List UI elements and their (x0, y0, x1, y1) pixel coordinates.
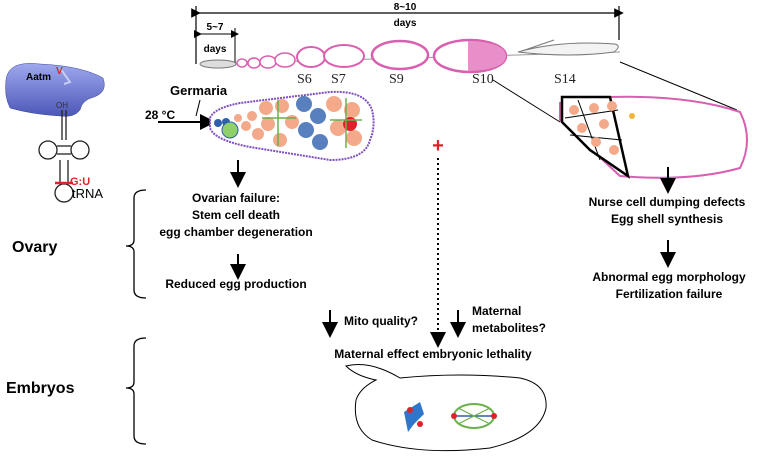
stage-label-s7: S7 (331, 72, 346, 87)
zoom-line-right (619, 61, 738, 111)
embryos-label: Embryos (6, 380, 75, 397)
stage-label-s9: S9 (389, 72, 404, 87)
egg-chamber-degeneration: egg chamber degeneration (159, 225, 312, 239)
early-days-unit: days (204, 44, 227, 55)
metabolites-label: metabolites? (472, 321, 546, 335)
maternal-label: Maternal (472, 304, 521, 318)
stage-label-s6: S6 (297, 72, 312, 87)
ovariole-diagram (209, 90, 375, 162)
trna-label: tRNA (72, 186, 103, 201)
ovarian-failure-heading: Ovarian failure: (192, 191, 280, 205)
ovary-bracket (125, 189, 147, 299)
stage-label-s14: S14 (554, 72, 576, 87)
protein-name: Aatm (26, 72, 51, 83)
stem-cell-death: Stem cell death (192, 208, 280, 222)
aatm-protein-icon (5, 63, 105, 117)
germaria-pointer (195, 99, 201, 117)
trna-icon (38, 110, 90, 203)
egg-chamber-string (199, 38, 621, 74)
early-days-value: 5~7 (207, 22, 224, 33)
stage-label-s10: S10 (472, 72, 494, 87)
fertilization-failure: Fertilization failure (616, 287, 723, 301)
protein-superscript: V (56, 66, 63, 77)
abnormal-egg-morphology: Abnormal egg morphology (592, 270, 746, 284)
zoom-line-left (492, 79, 561, 123)
mito-quality: Mito quality? (344, 314, 418, 328)
embryonic-lethality: Maternal effect embryonic lethality (334, 347, 532, 361)
egg-shell-synthesis: Egg shell synthesis (611, 212, 723, 226)
timeline-early-bracket (194, 28, 239, 64)
s14-egg-chamber (559, 95, 748, 179)
germaria-label: Germaria (170, 83, 228, 98)
trna-pair-label: G:U (70, 176, 90, 188)
temperature-label: 28 °C (145, 108, 175, 122)
ovary-label: Ovary (12, 239, 57, 256)
plus-sign: + (432, 135, 444, 157)
nurse-cell-dumping: Nurse cell dumping defects (589, 195, 746, 209)
total-days-unit: days (394, 18, 417, 29)
total-days-value: 8~10 (394, 2, 417, 13)
embryo-icon (345, 364, 547, 452)
reduced-egg-production: Reduced egg production (165, 277, 306, 291)
embryos-bracket (125, 337, 147, 445)
trna-oh-label: OH (56, 101, 68, 110)
